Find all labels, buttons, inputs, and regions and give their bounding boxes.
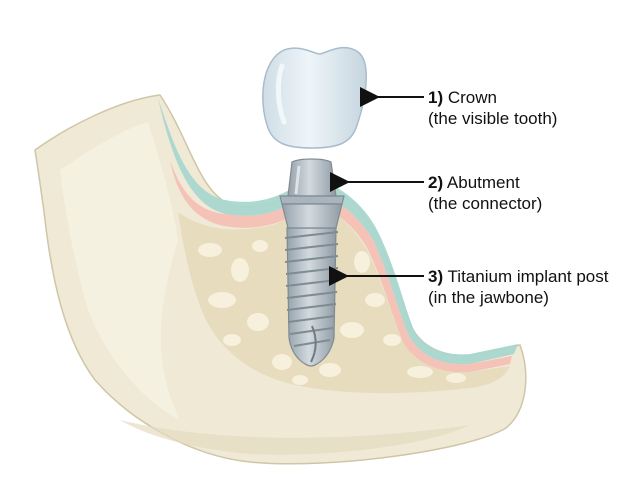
implant-post-label: 3) Titanium implant post (in the jawbone… — [428, 266, 608, 308]
implant-post-label-subtitle: (in the jawbone) — [428, 288, 549, 307]
abutment-label-number: 2) — [428, 173, 444, 192]
crown-label-subtitle: (the visible tooth) — [428, 109, 558, 128]
tooth-crown-icon — [262, 46, 367, 149]
cancellous-bone — [178, 210, 510, 394]
crown-label: 1) Crown (the visible tooth) — [428, 87, 557, 129]
implant-screw-icon — [284, 227, 339, 367]
abutment-icon — [279, 158, 345, 229]
abutment-label-subtitle: (the connector) — [428, 194, 543, 213]
implant-post-label-number: 3) — [428, 267, 444, 286]
crown-label-number: 1) — [428, 88, 444, 107]
abutment-label: 2) Abutment (the connector) — [428, 172, 542, 214]
implant-post-label-title: Titanium implant post — [447, 267, 609, 286]
crown-label-title: Crown — [447, 88, 497, 107]
abutment-label-title: Abutment — [446, 173, 520, 192]
